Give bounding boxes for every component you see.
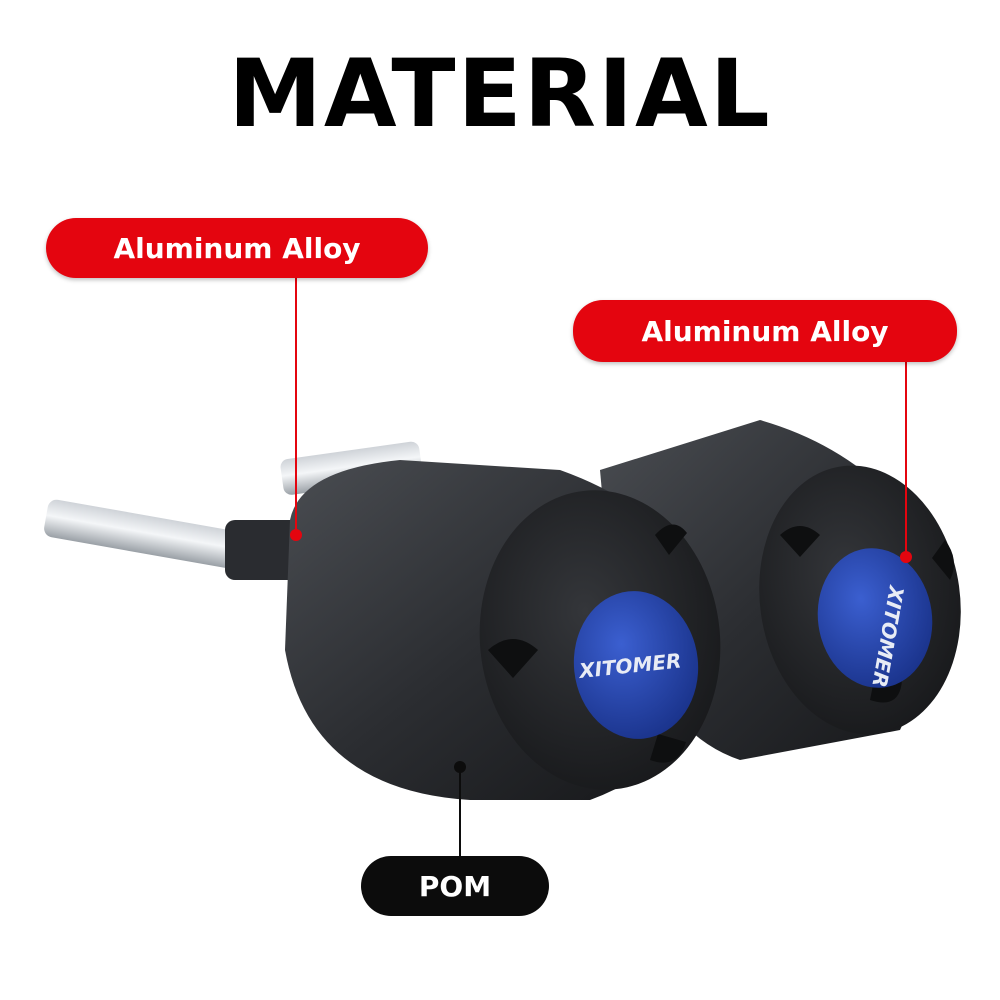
callout-label-aluminum-alloy-right: Aluminum Alloy [573,300,957,362]
callout-label-pom: POM [361,856,549,916]
callout-left-pointer [290,278,302,541]
front-bolt [44,499,300,580]
callout-label-aluminum-alloy-left: Aluminum Alloy [46,218,428,278]
callout-bottom-pointer [454,761,466,856]
page-title: MATERIAL [228,40,772,149]
cap-right [817,548,933,688]
back-bolt [280,441,423,495]
cap-left [573,591,699,739]
callout-right-pointer [900,362,912,563]
slider-left: XITOMER [285,460,721,800]
